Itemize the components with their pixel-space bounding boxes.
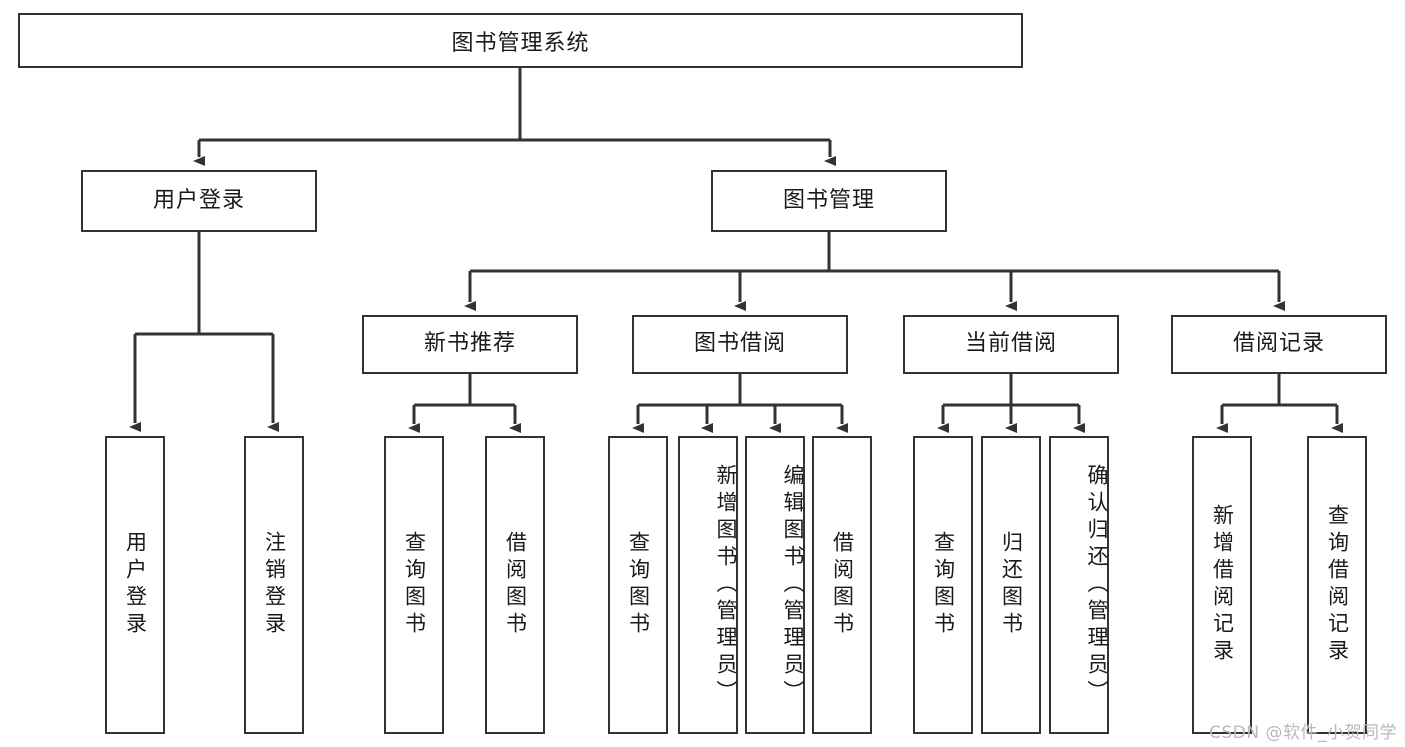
leaf-label: 注销登录 (262, 531, 287, 639)
leaf-current-confirm-return[interactable]: 确认归还（管理员） (1049, 436, 1109, 734)
leaf-user-login-login[interactable]: 用户登录 (105, 436, 165, 734)
node-borrow-record[interactable]: 借阅记录 (1171, 315, 1387, 374)
leaf-borrow-edit-book[interactable]: 编辑图书（管理员） (745, 436, 805, 734)
node-root-label: 图书管理系统 (451, 30, 590, 56)
leaf-label: 新增借阅记录 (1210, 504, 1235, 666)
leaf-label: 用户登录 (123, 531, 148, 639)
node-book-management-label: 图书管理 (782, 187, 875, 213)
leaf-label: 新增图书（管理员） (714, 463, 738, 707)
leaf-current-query-book[interactable]: 查询图书 (913, 436, 973, 734)
node-book-management[interactable]: 图书管理 (711, 170, 947, 232)
leaf-label: 归还图书 (999, 531, 1024, 639)
node-new-book-recommend-label: 新书推荐 (423, 331, 516, 357)
node-current-borrow-label: 当前借阅 (964, 331, 1057, 357)
leaf-label: 查询图书 (626, 531, 651, 639)
leaf-label: 查询借阅记录 (1325, 504, 1350, 666)
leaf-user-login-logout[interactable]: 注销登录 (244, 436, 304, 734)
leaf-label: 借阅图书 (503, 531, 528, 639)
leaf-record-add[interactable]: 新增借阅记录 (1192, 436, 1252, 734)
leaf-record-query[interactable]: 查询借阅记录 (1307, 436, 1367, 734)
csdn-watermark: CSDN @软件_小贺同学 (1209, 723, 1397, 743)
leaf-borrow-borrow-book[interactable]: 借阅图书 (812, 436, 872, 734)
node-root[interactable]: 图书管理系统 (18, 13, 1023, 68)
node-book-borrow[interactable]: 图书借阅 (632, 315, 848, 374)
leaf-current-return-book[interactable]: 归还图书 (981, 436, 1041, 734)
node-user-login[interactable]: 用户登录 (81, 170, 317, 232)
leaf-label: 查询图书 (402, 531, 427, 639)
node-borrow-record-label: 借阅记录 (1232, 331, 1325, 357)
leaf-label: 编辑图书（管理员） (781, 463, 805, 707)
leaf-label: 借阅图书 (830, 531, 855, 639)
leaf-borrow-add-book[interactable]: 新增图书（管理员） (678, 436, 738, 734)
leaf-new-book-query[interactable]: 查询图书 (384, 436, 444, 734)
leaf-new-book-borrow[interactable]: 借阅图书 (485, 436, 545, 734)
node-book-borrow-label: 图书借阅 (693, 331, 786, 357)
node-current-borrow[interactable]: 当前借阅 (903, 315, 1119, 374)
node-new-book-recommend[interactable]: 新书推荐 (362, 315, 578, 374)
leaf-borrow-query-book[interactable]: 查询图书 (608, 436, 668, 734)
node-user-login-label: 用户登录 (152, 187, 245, 213)
leaf-label: 确认归还（管理员） (1085, 463, 1109, 707)
leaf-label: 查询图书 (931, 531, 956, 639)
